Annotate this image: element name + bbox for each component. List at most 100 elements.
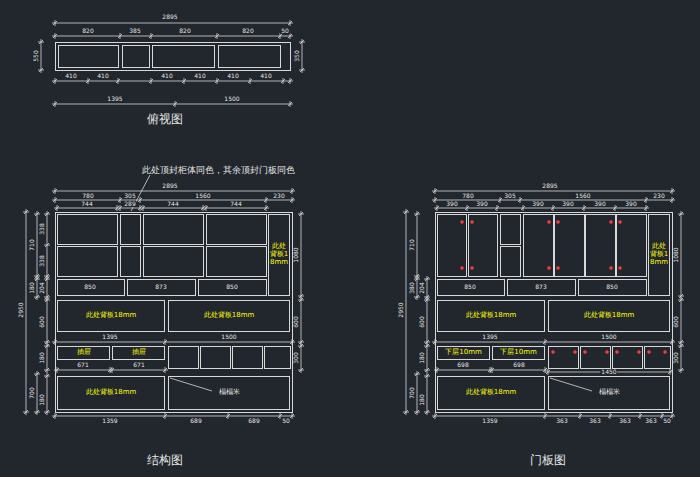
extension-line: [414, 412, 420, 413]
dimension-text: 204: [419, 281, 425, 294]
extension-line: [678, 300, 684, 301]
door-panel: [555, 215, 585, 277]
dimension-tick: [278, 34, 282, 38]
cabinet-compartment: 此处背板18mm: [648, 214, 670, 296]
dimension-text: 698: [512, 362, 525, 368]
hinge-dot: [663, 350, 667, 354]
dimension-tick: [45, 374, 49, 378]
extension-line: [437, 367, 438, 373]
dimension-text: 2895: [541, 183, 558, 189]
extension-line: [57, 367, 58, 373]
extension-line: [615, 205, 616, 211]
dimension-text: 230: [272, 193, 285, 199]
dimension-tick: [45, 298, 49, 302]
dimension-line: [432, 200, 675, 201]
dimension-line: [47, 343, 48, 373]
dimension-line: [427, 373, 428, 415]
dimension-tick: [299, 212, 303, 216]
dimension-text: 50: [281, 418, 291, 424]
dimension-tick: [679, 212, 683, 216]
dimension-line: [301, 211, 302, 299]
dimension-line: [47, 373, 48, 415]
dimension-text: 744: [80, 201, 93, 207]
door-panel: [501, 215, 521, 245]
dimension-tick: [299, 344, 303, 348]
extension-line: [435, 197, 436, 203]
dimension-line: [54, 208, 269, 209]
dimension-text: 873: [534, 284, 547, 290]
extension-line: [44, 279, 50, 280]
dimension-tick: [679, 368, 683, 372]
door-panel: [469, 215, 498, 277]
extension-line: [435, 188, 436, 194]
dimension-text: 550: [33, 49, 39, 62]
dimension-tick: [141, 206, 145, 210]
dimension-tick: [288, 34, 292, 38]
compartment-note: 此处背板18mm: [649, 243, 669, 266]
extension-line: [414, 297, 420, 298]
dimension-tick: [551, 206, 555, 210]
tatami-diagonal: [170, 378, 212, 391]
dimension-tick: [299, 298, 303, 302]
extension-line: [23, 412, 29, 413]
dimension-tick: [425, 298, 429, 302]
dimension-text: 50: [662, 418, 672, 424]
extension-line: [298, 370, 304, 371]
extension-line: [435, 413, 436, 419]
cabinet-panel: [549, 347, 579, 369]
dimension-tick: [488, 368, 492, 372]
compartment-note: 此处背板18mm: [466, 312, 517, 320]
dimension-tick: [264, 198, 268, 202]
compartment-note: 下层10mm: [445, 349, 482, 357]
dimension-text: 380: [409, 281, 415, 294]
dimension-text: 390: [624, 201, 637, 207]
cabinet-panel: [58, 215, 118, 245]
compartment-note: 此处背板18mm: [86, 389, 137, 397]
dimension-tick: [288, 21, 292, 25]
extension-line: [184, 78, 185, 84]
extension-line: [57, 205, 58, 211]
dimension-tick: [116, 79, 120, 83]
extension-line: [55, 188, 56, 194]
tatami-diagonal: [550, 378, 592, 391]
dimension-tick: [39, 40, 43, 44]
dimension-line: [52, 104, 293, 105]
extension-line: [424, 370, 430, 371]
dimension-text: 1450: [600, 369, 617, 375]
extension-line: [203, 205, 204, 211]
extension-line: [44, 342, 50, 343]
dimension-text: 363: [644, 418, 657, 424]
cabinet-panel: [144, 215, 204, 245]
cabinet-panel: [265, 347, 291, 369]
extension-line: [672, 188, 673, 194]
extension-line: [120, 197, 121, 203]
dimension-text: 180: [419, 351, 425, 364]
dimension-tick: [118, 198, 122, 202]
dimension-text: 1395: [106, 96, 123, 102]
dimension-line: [54, 370, 168, 371]
dimension-tick: [45, 368, 49, 372]
extension-line: [610, 413, 611, 419]
extension-line: [299, 70, 305, 71]
dimension-tick: [149, 79, 153, 83]
dimension-text: 698: [456, 362, 469, 368]
dimension-text: 230: [652, 193, 665, 199]
cabinet-panel: [233, 347, 263, 369]
extension-line: [553, 205, 554, 211]
extension-line: [678, 296, 684, 297]
dimension-text: 850: [605, 284, 618, 290]
extension-line: [290, 78, 291, 84]
dimension-text: 390: [475, 201, 488, 207]
dimension-tick: [435, 206, 439, 210]
dimension-text: 780: [461, 193, 474, 199]
extension-line: [403, 212, 409, 213]
dimension-line: [52, 191, 295, 192]
extension-line: [140, 197, 141, 203]
hinge-dot: [470, 266, 474, 270]
dimension-tick: [35, 295, 39, 299]
extension-line: [165, 367, 166, 373]
dimension-text: 850: [83, 284, 96, 290]
extension-line: [678, 346, 684, 347]
door-panel: [501, 247, 521, 277]
extension-line: [151, 33, 152, 39]
